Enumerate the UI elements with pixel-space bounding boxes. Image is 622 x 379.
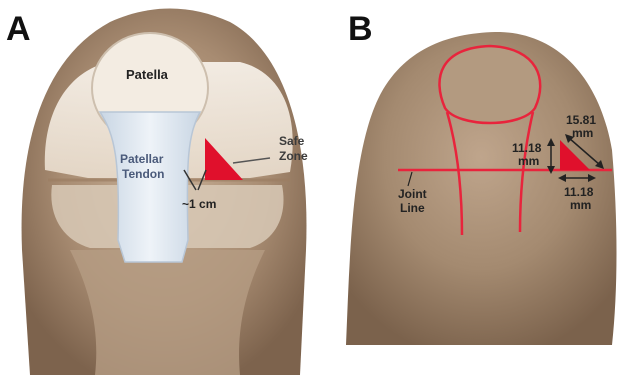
tendon-label-line1: Patellar bbox=[120, 152, 164, 166]
horizontal-unit: mm bbox=[570, 198, 591, 212]
joint-line-label-line2: Line bbox=[400, 201, 425, 215]
tendon-label-line2: Tendon bbox=[122, 167, 164, 181]
lower-leg bbox=[70, 250, 265, 375]
panel-b-label: B bbox=[348, 10, 373, 48]
patella-outline bbox=[439, 46, 540, 123]
horizontal-value: 11.18 bbox=[564, 185, 594, 199]
vertical-value: 11.18 bbox=[512, 141, 542, 155]
patella-label: Patella bbox=[126, 67, 169, 82]
panel-a-label: A bbox=[6, 10, 31, 48]
safe-zone-label-line2: Zone bbox=[279, 149, 308, 163]
panel-a: A Patella Patellar Tendon Safe Zone ~1 c… bbox=[6, 9, 308, 376]
distance-label: ~1 cm bbox=[182, 197, 216, 211]
hypotenuse-unit: mm bbox=[572, 126, 593, 140]
vertical-unit: mm bbox=[518, 154, 539, 168]
panel-b: B 15.81 mm 11.18 mm 11.18 mm Joint Line bbox=[346, 10, 617, 345]
joint-line-label-line1: Joint bbox=[398, 187, 427, 201]
hypotenuse-value: 15.81 bbox=[566, 113, 596, 127]
safe-zone-label-line1: Safe bbox=[279, 134, 305, 148]
